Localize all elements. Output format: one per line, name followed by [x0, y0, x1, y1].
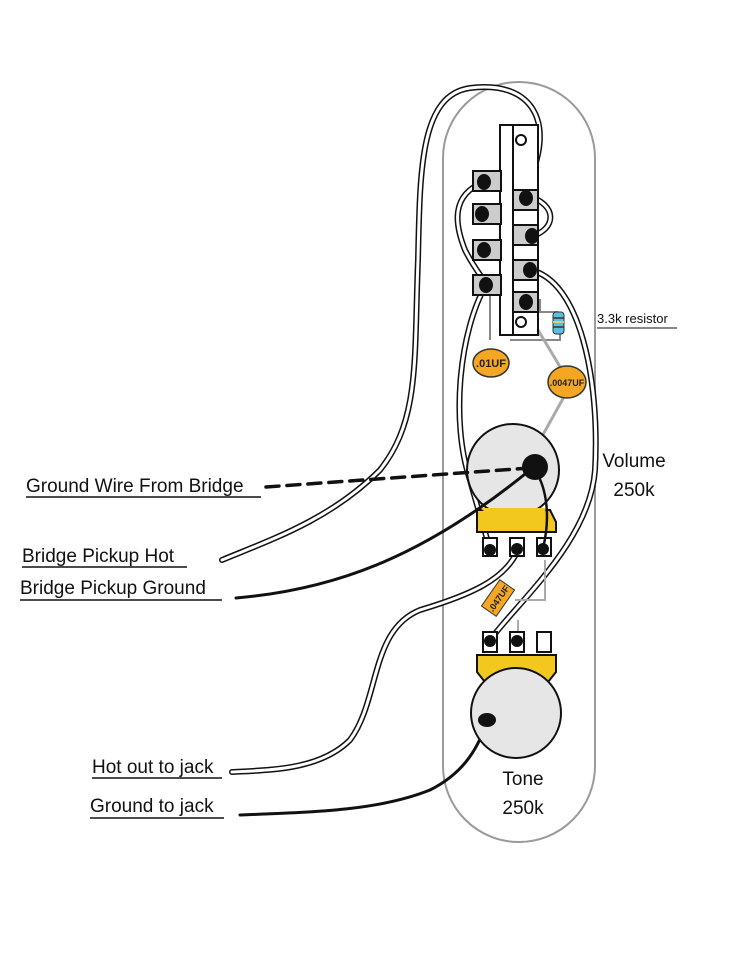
- label-ground-to-jack: Ground to jack: [90, 796, 214, 817]
- cap-01-label: .01UF: [476, 358, 506, 370]
- mount-hole-icon: [515, 134, 527, 146]
- resistor: [552, 311, 565, 335]
- labels: Ground Wire From Bridge Bridge Pickup Ho…: [20, 311, 677, 819]
- mount-hole-icon: [515, 316, 527, 328]
- tone-pot: [470, 631, 562, 759]
- label-tone-value: 250k: [502, 798, 544, 819]
- selector-switch: [472, 124, 539, 336]
- label-tone: Tone: [502, 769, 543, 790]
- wire-bridge-ground: [234, 468, 532, 600]
- volume-pot: [466, 423, 560, 557]
- ground-solder-joint: [522, 454, 548, 480]
- capacitor-01: .01UF: [472, 348, 510, 378]
- label-hot-out-to-jack: Hot out to jack: [92, 757, 214, 778]
- label-resistor: 3.3k resistor: [597, 311, 668, 326]
- label-ground-wire-from-bridge: Ground Wire From Bridge: [26, 476, 244, 497]
- wire-ground-bridge: [264, 466, 532, 489]
- wire-ground-jack: [238, 718, 490, 817]
- black-wires: [234, 466, 549, 817]
- label-bridge-pickup-ground: Bridge Pickup Ground: [20, 578, 206, 599]
- label-volume: Volume: [602, 451, 665, 472]
- wire-hot-out-jack: [229, 547, 521, 775]
- label-volume-value: 250k: [613, 480, 655, 501]
- label-bridge-pickup-hot: Bridge Pickup Hot: [22, 546, 175, 567]
- cap-0047-label: .0047UF: [550, 378, 585, 388]
- capacitor-0047: .0047UF: [547, 365, 587, 399]
